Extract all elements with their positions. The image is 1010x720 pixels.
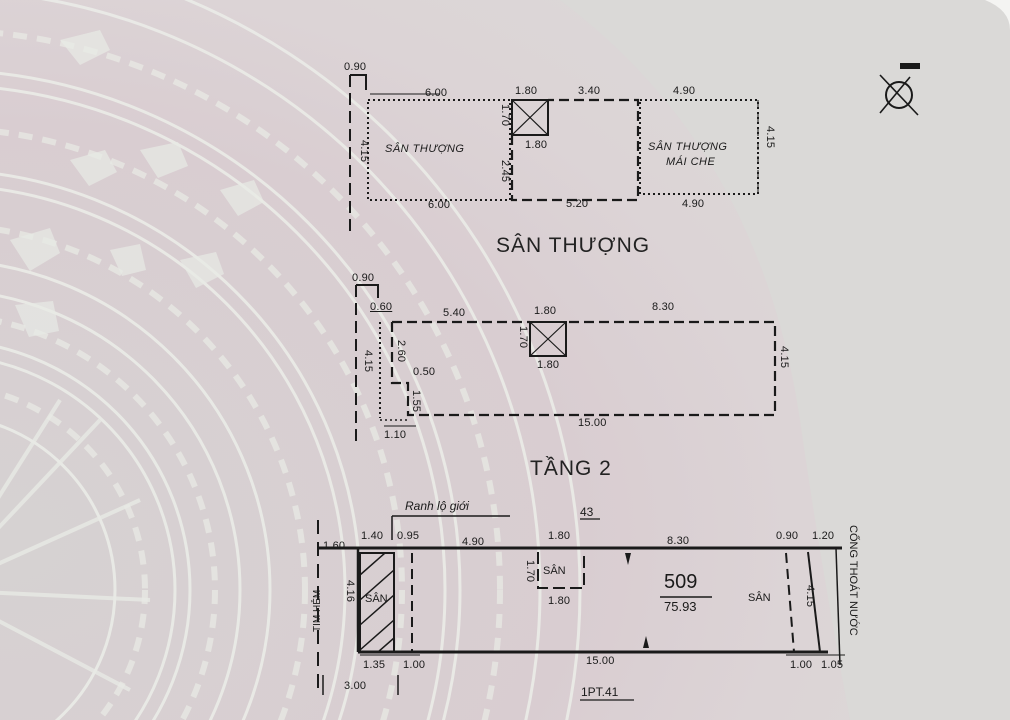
floor2-dim-bottom-total: 15.00 (578, 417, 607, 429)
boundary-label: Ranh lộ giới (405, 499, 469, 513)
yard-mid-label: SÂN (543, 565, 566, 577)
ground-dim-road-offset: 3.00 (344, 680, 367, 692)
ground-dim-right-height: 4.15 (804, 585, 816, 608)
sheet-ref: 1PT.41 (581, 685, 619, 699)
rooftop-dim-mid-height: 2.45 (499, 160, 511, 183)
yard-left-label: SÂN (365, 593, 388, 605)
rooftop-dim-right-height: 4.15 (764, 126, 776, 149)
left-road-label: TIM HẺM (312, 589, 323, 632)
rooftop-dim-bottom-right: 4.90 (682, 198, 705, 210)
floor2-dim-inset: 0.60 (370, 301, 393, 313)
floor2-title: TẦNG 2 (530, 457, 612, 480)
rooftop-dim-top-right: 4.90 (673, 85, 696, 97)
ground-dim-left-height: 4.16 (344, 580, 356, 603)
floor2-dim-bottom-inset: 1.10 (384, 429, 407, 441)
ground-dim-top-e: 0.90 (776, 530, 799, 542)
floor2-dim-notch-lower: 1.55 (410, 390, 422, 413)
rooftop-dim-bottom-left: 6.00 (428, 199, 451, 211)
rooftop-label-right-1: SÂN THƯỢNG (648, 141, 728, 153)
ground-dim-left-setback: 1.60 (323, 540, 346, 552)
floor2-dim-stair-height: 1.70 (517, 326, 529, 349)
rooftop-label-left: SÂN THƯỢNG (385, 143, 465, 155)
rooftop-label-right-2: MÁI CHE (666, 156, 716, 168)
floor2-dim-top-stair: 1.80 (534, 305, 557, 317)
floor2-dim-left-height: 4.15 (362, 350, 374, 373)
rooftop-dim-left-height: 4.15 (358, 140, 370, 163)
lot-number: 509 (664, 571, 698, 593)
rooftop-dim-top-left: 6.00 (425, 87, 448, 99)
rooftop-dim-top-stair: 1.80 (515, 85, 538, 97)
rooftop-dim-offset: 0.90 (344, 61, 367, 73)
ground-dim-top-b: 0.95 (397, 530, 420, 542)
floor2-dim-offset: 0.90 (352, 272, 375, 284)
ground-dim-top-f: 1.20 (812, 530, 835, 542)
ground-dim-top-d: 8.30 (667, 535, 690, 547)
ground-dim-bottom-d: 1.05 (821, 659, 844, 671)
rooftop-dim-stair-width: 1.80 (525, 139, 548, 151)
ground-dim-bottom-total: 15.00 (586, 655, 615, 667)
floor2-dim-top-left: 5.40 (443, 307, 466, 319)
ground-dim-bottom-b: 1.00 (403, 659, 426, 671)
right-road-label: CỐNG THOÁT NƯỚC (847, 525, 859, 636)
rooftop-dim-top-mid: 3.40 (578, 85, 601, 97)
ground-dim-stair-height: 1.70 (524, 560, 536, 583)
floor2-dim-top-right: 8.30 (652, 301, 675, 313)
lot-area: 75.93 (664, 599, 697, 614)
floor2-dim-notch-upper: 2.60 (395, 340, 407, 363)
ground-dim-bottom-c: 1.00 (790, 659, 813, 671)
ground-dim-stair-width: 1.80 (548, 595, 571, 607)
floor2-dim-right-height: 4.15 (778, 346, 790, 369)
floor2-dim-stair-width: 1.80 (537, 359, 560, 371)
ground-dim-top-stair: 1.80 (548, 530, 571, 542)
ground-dim-top-c: 4.90 (462, 536, 485, 548)
floor2-dim-notch-step: 0.50 (413, 366, 436, 378)
north-arrow-icon (878, 62, 922, 118)
yard-right-label: SÂN (748, 592, 771, 604)
rooftop-title: SÂN THƯỢNG (496, 234, 651, 257)
rooftop-dim-stair-height: 1.70 (499, 104, 511, 127)
rooftop-dim-bottom-mid: 5.20 (566, 198, 589, 210)
parcel-ref: 43 (580, 505, 594, 519)
ground-dim-top-a: 1.40 (361, 530, 384, 542)
ground-dim-bottom-a: 1.35 (363, 659, 386, 671)
